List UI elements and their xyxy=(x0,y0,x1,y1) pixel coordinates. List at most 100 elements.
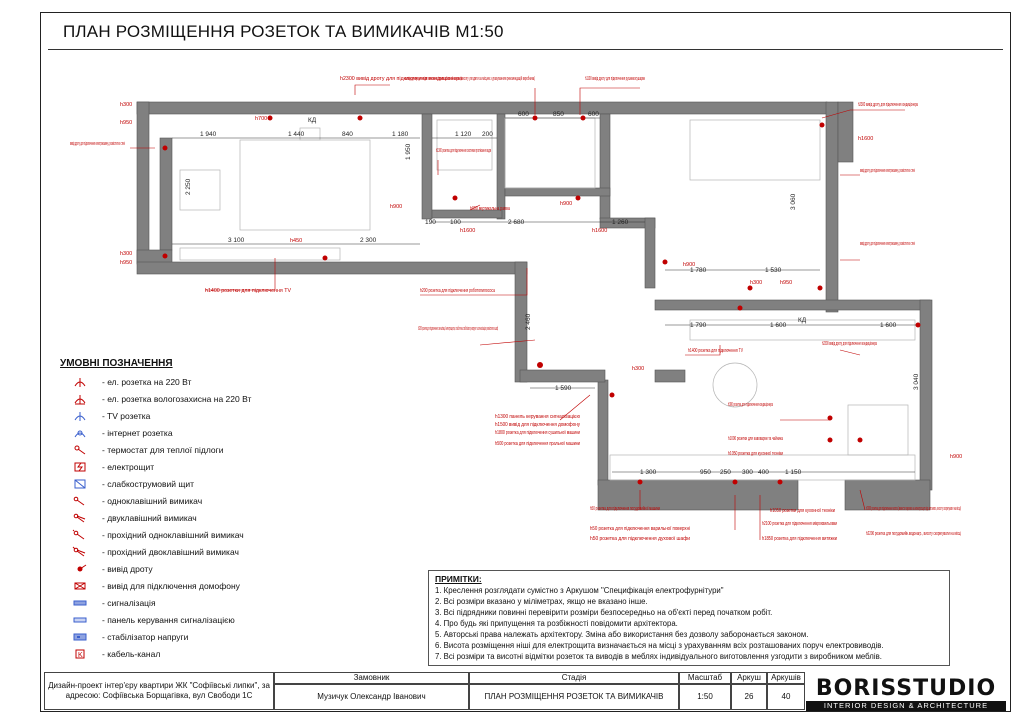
legend-item: - одноклавішний вимикач xyxy=(60,493,202,509)
legend-item-label: - стабілізатор напруги xyxy=(102,632,189,642)
scale-value: 1:50 xyxy=(679,684,731,710)
annotation-water-heater: h2200 розетка для посудомийн.водонагр., … xyxy=(866,530,961,537)
annotation-robot: h200 розетка для підключення роботопилос… xyxy=(420,288,495,294)
dim-label: 840 xyxy=(342,131,353,138)
studio-name: BORISSTUDIO xyxy=(815,676,997,701)
wall-left-inner xyxy=(159,137,173,251)
dim-label: 1 790 xyxy=(690,322,707,329)
wall-right-upper xyxy=(825,101,839,313)
dim-label: 2 300 xyxy=(360,237,377,244)
dim-label: 3 040 xyxy=(913,373,920,390)
legend-item-label: - ел. розетка вологозахисна на 220 Вт xyxy=(102,394,252,404)
kitchen-counter xyxy=(609,454,916,481)
legend-item: - електрощит xyxy=(60,459,154,475)
legend-item: - термостат для теплої підлоги xyxy=(60,442,223,458)
annotation-tv-1: h1400 розетки для підключення TV xyxy=(205,288,291,294)
legend-item-label: - TV розетка xyxy=(102,411,151,421)
dim-label: 600 xyxy=(518,111,529,118)
legend-item: - ел. розетка на 220 Вт xyxy=(60,374,191,390)
wall-bath-mid xyxy=(496,113,506,220)
wall-bath-bottom xyxy=(431,209,503,219)
stage-label: Стадія xyxy=(469,672,679,684)
bed xyxy=(239,139,371,231)
legend-item: - вивід для підключення домофону xyxy=(60,578,240,594)
socket-marker xyxy=(817,285,823,291)
socket-marker xyxy=(827,437,833,443)
socket-marker xyxy=(747,285,753,291)
legend-item: - ел. розетка вологозахисна на 220 Вт xyxy=(60,391,251,407)
note-line: 4. Про будь які припущення та розбіжност… xyxy=(435,619,678,628)
height-tag: h900 xyxy=(390,204,402,210)
legend-item-label: - одноклавішний вимикач xyxy=(102,496,203,506)
note-line: 5. Авторські права належать архітектору.… xyxy=(435,630,809,639)
socket-marker xyxy=(609,392,615,398)
height-tag: h1600 xyxy=(592,228,607,234)
dim-label: 2 250 xyxy=(185,178,192,195)
socket-marker xyxy=(357,115,363,121)
annotation-alarm: h2200 розетки для підключення сигналізац… xyxy=(418,326,498,332)
leader-ac-1 xyxy=(354,84,390,95)
note-line: 1. Креслення розглядати сумістно з Аркуш… xyxy=(435,586,724,595)
dim-label: 1 530 xyxy=(765,267,782,274)
socket-marker xyxy=(915,322,921,328)
alarm-icon xyxy=(60,596,100,610)
annotation-alarm-panel: h1300 панель керування сигналізацією xyxy=(495,414,580,420)
socket-markers xyxy=(162,115,921,485)
leader-tv-2 xyxy=(685,345,721,356)
legend-item: - TV розетка xyxy=(60,408,150,424)
legend-item-label: - сигналізація xyxy=(102,598,156,608)
legend-item-label: - інтернет розетка xyxy=(102,428,173,438)
socket-marker xyxy=(737,305,743,311)
annotation-fireplace-2: вивід дроту для підключення електрокамин… xyxy=(860,168,915,174)
project-description: Дизайн-проект інтер'єру квартири ЖК "Соф… xyxy=(44,672,274,710)
sheets-label: Аркушів xyxy=(767,672,805,684)
sheet-value: 26 xyxy=(731,684,767,710)
height-tag: h300 xyxy=(120,251,132,257)
sofa xyxy=(689,119,821,181)
legend-item: - прохідний двоклавішний вимикач xyxy=(60,544,239,560)
legend-item-label: - панель керування сигналізацією xyxy=(102,615,235,625)
electrical-panel-icon xyxy=(60,460,100,474)
wall-right-pier xyxy=(837,101,854,163)
dim-label: 190 xyxy=(425,219,436,226)
dim-label: 1 940 xyxy=(200,131,217,138)
height-tag: h950 xyxy=(120,120,132,126)
drawing-frame xyxy=(40,12,1011,712)
annotation-frame: h900 вертикальна рамка xyxy=(470,206,510,212)
dim-label: 250 xyxy=(720,469,731,476)
leader-ac-3 xyxy=(839,349,861,356)
legend-item: - двуклавішний вимикач xyxy=(60,510,197,526)
dim-label: 600 xyxy=(588,111,599,118)
legend-item-label: - прохідний одноклавішний вимикач xyxy=(102,530,244,540)
height-tag: h900 xyxy=(560,201,572,207)
socket-marker xyxy=(575,195,581,201)
socket-marker xyxy=(637,479,643,485)
walls xyxy=(136,101,933,511)
leader-tv-1 xyxy=(205,258,276,291)
wall-hall-right xyxy=(644,217,656,289)
desk xyxy=(179,169,221,211)
wall-top xyxy=(136,101,828,115)
intercom-outlet-icon xyxy=(60,579,100,593)
shower xyxy=(436,119,493,171)
dim-label: 850 xyxy=(553,111,564,118)
sheets-value: 40 xyxy=(767,684,805,710)
height-tag: h900 xyxy=(950,454,962,460)
wall-bath-left xyxy=(421,113,433,220)
height-tag: h1600 xyxy=(858,136,873,142)
double-switch-icon xyxy=(60,511,100,525)
socket-marker xyxy=(662,259,668,265)
legend-heading: УМОВНІ ПОЗНАЧЕННЯ xyxy=(60,358,173,369)
bathtub xyxy=(504,117,596,189)
annotation-dishwasher: h50 розетка для підключення посудомийної… xyxy=(590,505,660,512)
height-tag: h300 xyxy=(632,366,644,372)
socket-marker xyxy=(537,362,543,368)
legend-item: - прохідний одноклавішний вимикач xyxy=(60,527,244,543)
note-line: 6. Висота розміщення ніші для електрощит… xyxy=(435,641,884,650)
annotation-kitchen-tech-1: h1050 розетка для кухонної техніки xyxy=(728,451,783,457)
annotation-oven: h50 розетка для підключення духової шафи xyxy=(590,536,690,542)
leader-entry-panel xyxy=(559,394,591,421)
note-line: 7. Всі розміри та висотні відмітки розет… xyxy=(435,652,882,661)
dim-label: 1 440 xyxy=(288,131,305,138)
